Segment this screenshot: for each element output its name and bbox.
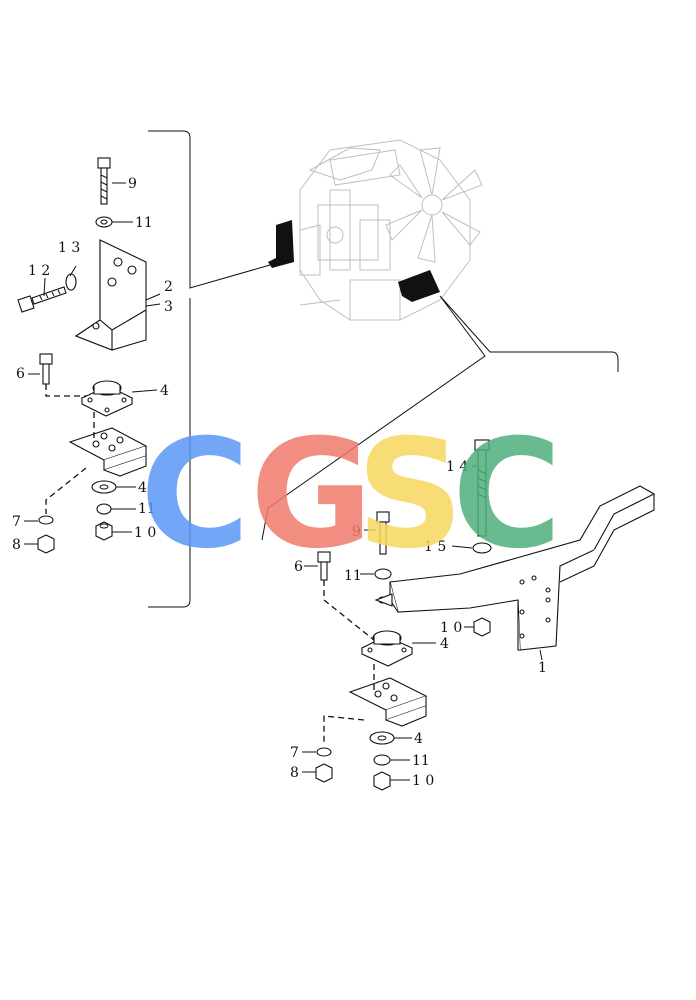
callout-4-left-lower: 4 (138, 480, 147, 496)
callout-10-right-upper: 1 0 (440, 620, 462, 636)
mount-plate-left (68, 427, 148, 477)
watermark-letter-c1: C (140, 408, 250, 582)
watermark-letter-s: S (356, 408, 464, 582)
bolt-14 (474, 439, 490, 537)
callout-9-right: 9 (352, 524, 361, 540)
watermark-letter-c2: C (452, 408, 562, 582)
washer-13 (65, 273, 77, 291)
washer-7-right (316, 747, 332, 757)
callout-11-right: 11 (344, 568, 362, 584)
bolt-6-left (39, 353, 53, 385)
callout-13: 1 3 (58, 240, 80, 256)
washer-4-right (369, 731, 395, 745)
washer-15 (472, 542, 492, 554)
fan-icon (385, 147, 483, 263)
callout-15: 1 5 (424, 539, 446, 555)
washer-11-left-lower (96, 503, 112, 515)
mount-bracket-2-3 (74, 239, 147, 351)
washer-4-left (91, 480, 117, 494)
rear-mount-leader (261, 295, 619, 541)
nut-10-right-upper (473, 617, 491, 637)
callout-1: 1 (538, 660, 547, 676)
callout-14: 1 4 (446, 459, 468, 475)
left-group-brace (148, 130, 271, 608)
callout-10-left: 1 0 (134, 525, 156, 541)
nut-10-left (95, 521, 113, 541)
callout-labels-right: 1 4 9 1 5 6 11 1 0 4 1 4 7 11 8 1 0 (290, 459, 547, 789)
nut-10-right-lower (373, 771, 391, 791)
callout-7-left: 7 (12, 514, 21, 530)
nut-8-left (37, 534, 55, 554)
callout-6-right: 6 (294, 559, 303, 575)
callout-11-left: 11 (135, 215, 153, 231)
callout-10-right-lower: 1 0 (412, 773, 434, 789)
engine-front-mount-bracket (268, 220, 294, 268)
chassis-frame-1 (374, 485, 656, 651)
callout-8-right: 8 (290, 765, 299, 781)
callout-12: 1 2 (28, 263, 50, 279)
callout-2: 2 (164, 279, 173, 295)
callout-4-left-upper: 4 (160, 383, 169, 399)
mount-plate-right (348, 677, 428, 727)
washer-11-right-lower (373, 754, 391, 766)
engine-illustration (268, 139, 483, 321)
watermark-letter-g: G (250, 408, 373, 582)
callout-4-right-upper: 4 (440, 636, 449, 652)
nut-8-right (315, 763, 333, 783)
callout-9-left: 9 (128, 176, 137, 192)
callout-8-left: 8 (12, 537, 21, 553)
rubber-isolator-4-left (80, 380, 134, 417)
callout-labels-left: 9 11 1 3 1 2 2 3 6 4 4 11 1 0 7 8 (12, 176, 173, 553)
callout-6-left: 6 (16, 366, 25, 382)
washer-7-left (38, 515, 54, 525)
callout-7-right: 7 (290, 745, 299, 761)
bolt-9-left (97, 157, 111, 205)
callout-4-right-lower: 4 (414, 731, 423, 747)
bolt-9-right (376, 511, 390, 555)
callout-11-right-lower: 11 (412, 753, 430, 769)
bolt-12 (17, 286, 67, 313)
callout-3: 3 (164, 299, 173, 315)
callout-11-left-lower: 11 (138, 501, 156, 517)
washer-11-right (374, 568, 392, 580)
rubber-isolator-4-right (360, 630, 414, 667)
washer-11-left (95, 216, 113, 228)
engine-rear-mount-bracket (398, 270, 440, 302)
cgsc-watermark-logo: C G S C (140, 408, 562, 582)
